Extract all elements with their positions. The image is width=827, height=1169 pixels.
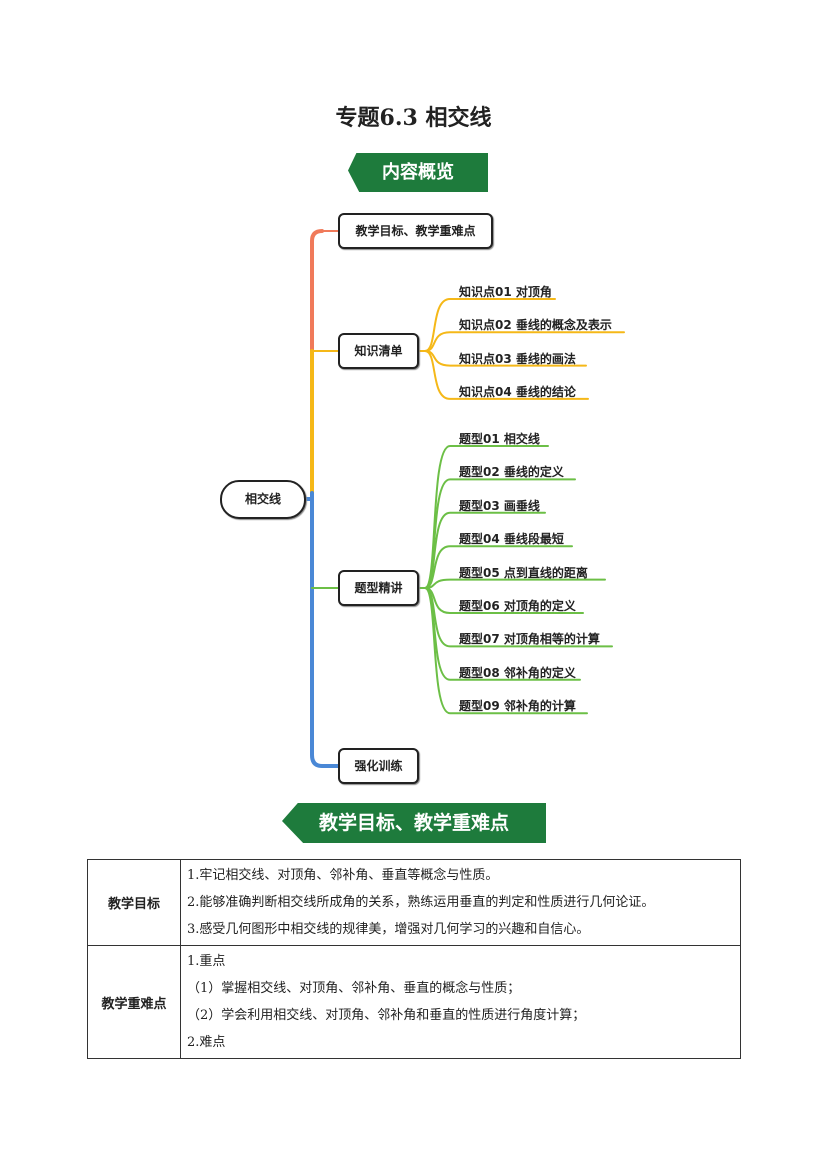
goals-table: 教学目标 1.牢记相交线、对顶角、邻补角、垂直等概念与性质。 2.能够准确判断相… xyxy=(87,859,741,1059)
branch-question-types: 题型精讲 xyxy=(338,570,419,606)
table-row: 教学重难点 1.重点 （1）掌握相交线、对顶角、邻补角、垂直的概念与性质； （2… xyxy=(87,945,741,1059)
branch-knowledge-list: 知识清单 xyxy=(338,333,419,369)
goals-banner-label: 教学目标、教学重难点 xyxy=(318,812,509,834)
row-header: 教学重难点 xyxy=(87,945,181,1059)
mindmap-root: 相交线 xyxy=(220,480,306,519)
mindmap-leaf: 题型02 垂线的定义 xyxy=(459,465,564,480)
leaf-connector xyxy=(418,331,625,352)
branch-teaching-goals: 教学目标、教学重难点 xyxy=(338,213,493,249)
mindmap-leaf: 题型07 对顶角相等的计算 xyxy=(459,632,600,647)
row-content: 1.牢记相交线、对顶角、邻补角、垂直等概念与性质。 2.能够准确判断相交线所成角… xyxy=(180,859,741,946)
trunk-goals xyxy=(310,229,324,353)
mindmap-leaf: 知识点01 对顶角 xyxy=(459,285,552,299)
content-line: 2.难点 xyxy=(187,1035,226,1050)
table-row: 教学目标 1.牢记相交线、对顶角、邻补角、垂直等概念与性质。 2.能够准确判断相… xyxy=(87,859,741,946)
content-line: 1.重点 xyxy=(187,954,226,969)
content-line: （2）学会利用相交线、对顶角、邻补角和垂直的性质进行角度计算； xyxy=(187,1008,586,1023)
overview-banner-label: 内容概览 xyxy=(382,162,454,183)
content-line: （1）掌握相交线、对顶角、邻补角、垂直的概念与性质； xyxy=(187,981,521,996)
row-content: 1.重点 （1）掌握相交线、对顶角、邻补角、垂直的概念与性质； （2）学会利用相… xyxy=(180,945,741,1059)
page-title: 专题6.3 相交线 xyxy=(335,105,492,131)
mindmap-leaf: 题型08 邻补角的定义 xyxy=(459,665,576,680)
row-header: 教学目标 xyxy=(87,859,181,946)
mindmap-leaf: 知识点03 垂线的画法 xyxy=(459,351,576,366)
branch-practice: 强化训练 xyxy=(338,748,419,784)
content-line: 2.能够准确判断相交线所成角的关系，熟练运用垂直的判定和性质进行几何论证。 xyxy=(187,895,655,910)
mindmap-connectors xyxy=(304,229,625,768)
mindmap-leaf: 题型03 画垂线 xyxy=(459,498,540,513)
mindmap-leaf: 题型09 邻补角的计算 xyxy=(459,699,576,714)
mindmap-leaf: 题型06 对顶角的定义 xyxy=(459,599,576,613)
trunk-practice xyxy=(310,491,340,768)
mindmap-leaf: 知识点04 垂线的结论 xyxy=(459,384,576,399)
content-line: 3.感受几何图形中相交线的规律美，增强对几何学习的兴趣和自信心。 xyxy=(187,922,590,937)
leaf-connector xyxy=(418,350,589,400)
overview-banner: 内容概览 xyxy=(348,153,488,192)
mindmap-leaf: 题型05 点到直线的距离 xyxy=(459,565,588,580)
mindmap-leaf: 题型01 相交线 xyxy=(459,432,540,446)
leaf-connector xyxy=(418,587,588,715)
mindmap-leaf: 知识点02 垂线的概念及表示 xyxy=(459,318,612,333)
goals-banner: 教学目标、教学重难点 xyxy=(282,803,546,843)
content-line: 1.牢记相交线、对顶角、邻补角、垂直等概念与性质。 xyxy=(187,868,499,883)
leaf-connector xyxy=(418,578,606,589)
mindmap-leaf: 题型04 垂线段最短 xyxy=(459,532,564,547)
